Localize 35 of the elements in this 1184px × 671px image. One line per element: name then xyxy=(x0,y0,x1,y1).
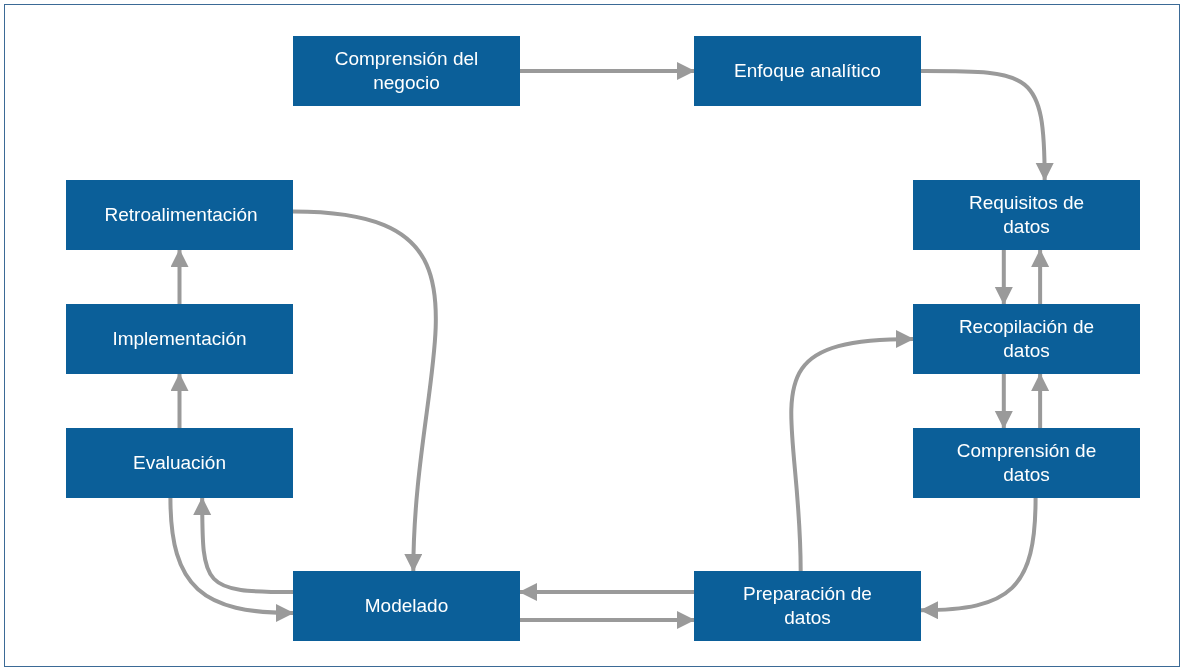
process-box xyxy=(694,571,921,641)
box-label: Modelado xyxy=(364,594,449,618)
arrow xyxy=(170,373,189,428)
box-label: Retroalimentación xyxy=(104,203,255,227)
arrow xyxy=(520,62,695,80)
process-box xyxy=(66,428,293,498)
process-box xyxy=(66,180,293,250)
box-label: Comprensión de datos xyxy=(955,439,1098,487)
box-label: Recopilación de datos xyxy=(957,315,1096,363)
process-box xyxy=(694,36,921,106)
arrow xyxy=(292,209,438,572)
arrow xyxy=(994,250,1013,305)
arrow xyxy=(519,583,694,601)
arrow xyxy=(1031,373,1050,428)
process-box xyxy=(913,428,1140,498)
box-label: Implementación xyxy=(112,327,247,351)
arrow xyxy=(168,497,294,622)
process-box xyxy=(293,571,520,641)
arrow xyxy=(170,249,189,304)
arrow xyxy=(1031,249,1050,304)
box-label: Requisitos de datos xyxy=(967,191,1086,239)
arrow xyxy=(920,497,1038,619)
process-box xyxy=(66,304,293,374)
arrow xyxy=(789,330,914,572)
box-label: Enfoque analítico xyxy=(734,59,881,83)
box-label: Preparación de datos xyxy=(742,582,873,630)
arrow xyxy=(994,374,1013,429)
arrow xyxy=(193,497,293,594)
process-box xyxy=(293,36,520,106)
arrow xyxy=(921,69,1054,181)
box-label: Comprensión del negocio xyxy=(333,47,480,95)
process-box xyxy=(913,304,1140,374)
process-box xyxy=(913,180,1140,250)
arrow xyxy=(520,611,695,629)
box-label: Evaluación xyxy=(133,451,226,475)
